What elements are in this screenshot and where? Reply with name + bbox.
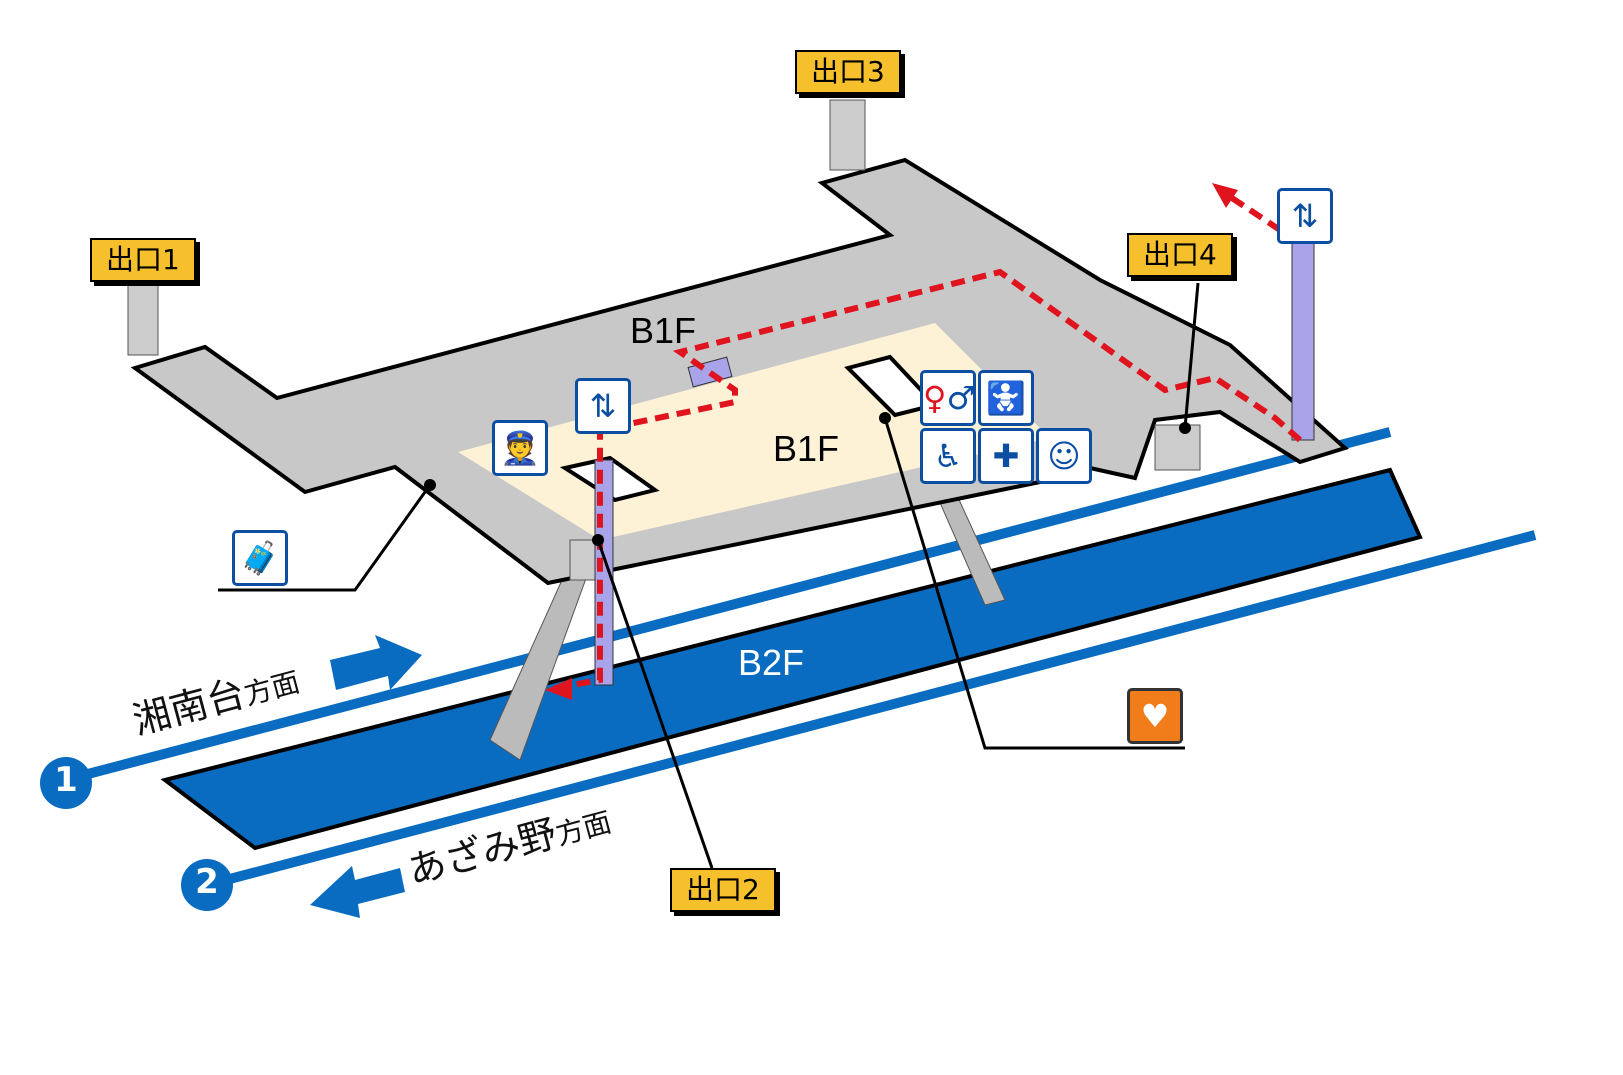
coin-locker-icon: 🧳 <box>232 530 288 586</box>
leader-lines <box>218 282 1200 869</box>
exit-stairs <box>127 99 1201 581</box>
restroom-icon: ♀♂ <box>920 370 976 426</box>
station-staff-icon: 👮 <box>492 420 548 476</box>
ticket-area-floor-label: B1F <box>773 428 840 469</box>
platform-floor-label: B2F <box>738 642 805 683</box>
track-1-line <box>63 427 1392 785</box>
concourse-floor-label: B1F <box>630 310 697 351</box>
track-1-number: 1 <box>54 760 78 800</box>
concourse-b1f <box>130 157 1349 586</box>
exit-2-label: 出口2 <box>670 868 776 912</box>
exit-4-label: 出口4 <box>1127 233 1233 277</box>
aed-icon: ♥ <box>1127 688 1183 744</box>
exit-1-label: 出口1 <box>90 238 196 282</box>
direction-arrow-left-icon <box>310 866 405 918</box>
direction-arrow-right-icon <box>330 635 422 690</box>
baby-care-icon: ☺ <box>1036 428 1092 484</box>
route-arrow-icon <box>1212 183 1238 208</box>
elevator-icon: ⇅ <box>575 378 631 434</box>
exit-3-label: 出口3 <box>795 50 901 94</box>
accessible-route <box>554 268 1302 691</box>
track-1-badge <box>40 757 92 809</box>
track-2-number: 2 <box>195 862 219 902</box>
multipurpose-toilet-icon: 🚼 <box>978 370 1034 426</box>
wheelchair-icon: ♿ <box>920 428 976 484</box>
elevator-shaft-exit4 <box>1291 239 1315 441</box>
elevator-icon: ⇅ <box>1277 188 1333 244</box>
track-2-line <box>205 530 1537 890</box>
first-aid-icon: ✚ <box>978 428 1034 484</box>
route-arrow-icon <box>545 678 572 700</box>
track-2-badge <box>181 859 233 911</box>
